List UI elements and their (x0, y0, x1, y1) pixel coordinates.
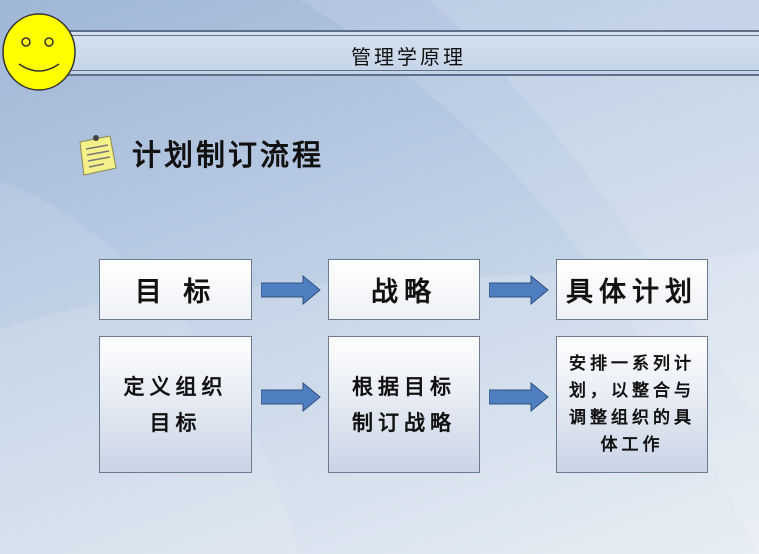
flow-box-strategy: 战略 (328, 259, 480, 320)
flow-box-goal: 目 标 (99, 259, 252, 320)
section-title: 计划制订流程 (132, 138, 325, 172)
flow-box-plan: 具体计划 (556, 259, 708, 320)
smiley-face-icon (2, 13, 76, 91)
flow-box-make-strategy: 根据目标制订战略 (328, 336, 480, 473)
right-arrow-icon (261, 275, 321, 305)
right-arrow-icon (489, 382, 549, 412)
right-arrow-icon (261, 382, 321, 412)
flow-box-arrange-plans: 安排一系列计划，以整合与调整组织的具体工作 (556, 336, 708, 473)
flow-box-define-goals: 定义组织目标 (99, 336, 252, 473)
header-band: 管理学原理 (58, 30, 759, 76)
right-arrow-icon (489, 275, 549, 305)
sticky-note-icon (79, 135, 117, 176)
page-title: 管理学原理 (351, 45, 466, 69)
